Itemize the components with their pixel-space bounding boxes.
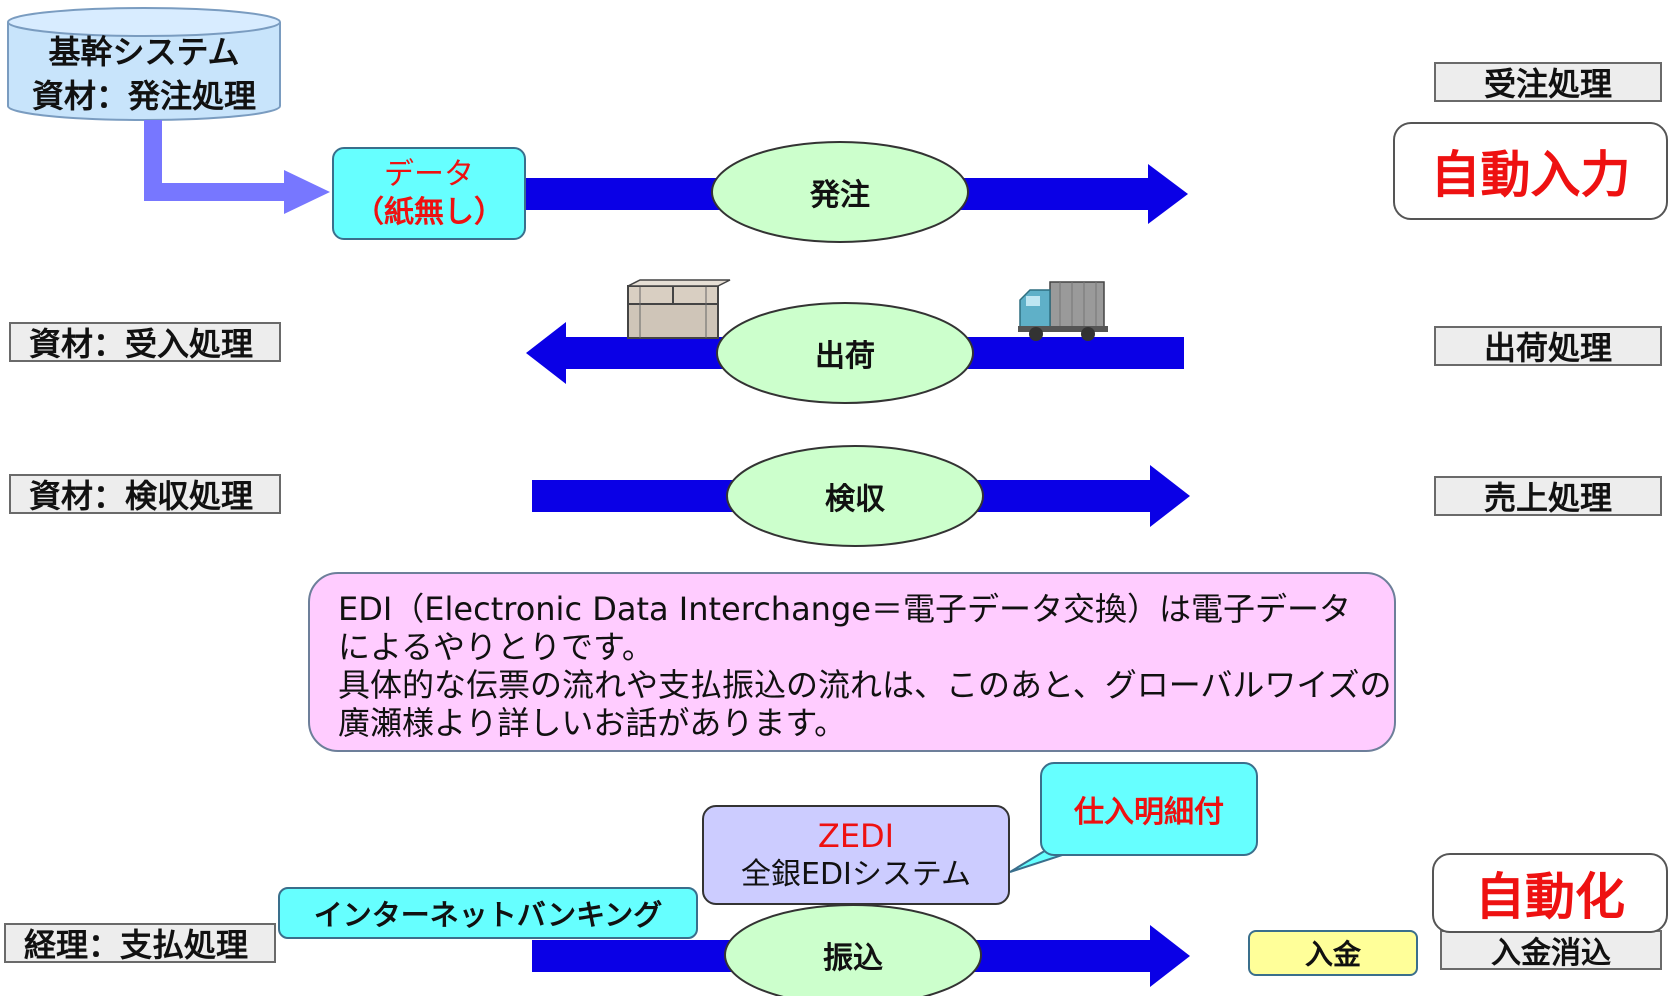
note-line: EDI（Electronic Data Interchange＝電子データ交換）… <box>338 590 1351 628</box>
automation-label: 自動化 <box>1475 868 1625 926</box>
order-receipt-label: 受注処理 <box>1434 62 1662 103</box>
note-line: によるやりとりです。 <box>338 628 654 666</box>
note-line: 廣瀬様より詳しいお話があります。 <box>338 704 847 742</box>
sales-process-label: 売上処理 <box>1434 476 1662 517</box>
database-cylinder-icon <box>7 7 281 121</box>
deposit-label: 入金 <box>1304 938 1361 971</box>
internet-banking-label: インターネットバンキング <box>313 898 663 932</box>
order-label: 発注 <box>810 178 870 213</box>
shipment-label: 出荷 <box>815 339 875 374</box>
receiving-process-label: 資材：受入処理 <box>9 322 281 363</box>
edi-note-box <box>308 572 1396 752</box>
connector-arrowhead <box>284 170 330 214</box>
system-process: 資材：発注処理 <box>31 77 256 115</box>
auto-input-box: 自動入力 <box>1393 122 1668 220</box>
shipment-ellipse <box>716 302 974 404</box>
paperless-label: （紙無し） <box>354 194 504 230</box>
data-box: データ （紙無し） <box>332 147 526 240</box>
data-label: データ <box>384 156 474 192</box>
zedi-subtitle: 全銀EDIシステム <box>740 857 971 892</box>
system-database: 基幹システム 資材：発注処理 <box>8 30 280 118</box>
transfer-label: 振込 <box>823 941 883 976</box>
zedi-title: ZEDI <box>817 817 895 855</box>
internet-banking-box: インターネットバンキング <box>278 887 698 939</box>
shipping-process-label: 出荷処理 <box>1434 326 1662 367</box>
note-line: 具体的な伝票の流れや支払振込の流れは、このあと、グローバルワイズの <box>338 666 1392 704</box>
reconciliation-label: 入金消込 <box>1440 930 1662 971</box>
system-name: 基幹システム <box>48 33 240 71</box>
cardboard-boxes-icon <box>627 279 731 339</box>
inspection-label: 検収 <box>825 482 885 517</box>
order-ellipse <box>711 141 969 243</box>
inspection-process-label: 資材：検収処理 <box>9 474 281 515</box>
callout-box: 仕入明細付 <box>1040 762 1258 856</box>
auto-input-label: 自動入力 <box>1430 146 1631 204</box>
connector-arrow <box>144 120 288 201</box>
edi-note-text: EDI（Electronic Data Interchange＝電子データ交換）… <box>338 590 1392 742</box>
inspection-ellipse <box>726 445 984 547</box>
callout-label: 仕入明細付 <box>1074 795 1224 830</box>
truck-icon <box>1018 281 1108 341</box>
transfer-ellipse <box>724 904 982 996</box>
automation-box: 自動化 <box>1432 853 1668 933</box>
zedi-box: ZEDI 全銀EDIシステム <box>702 805 1010 905</box>
deposit-box: 入金 <box>1248 930 1418 976</box>
payment-process-label: 経理：支払処理 <box>4 923 276 964</box>
